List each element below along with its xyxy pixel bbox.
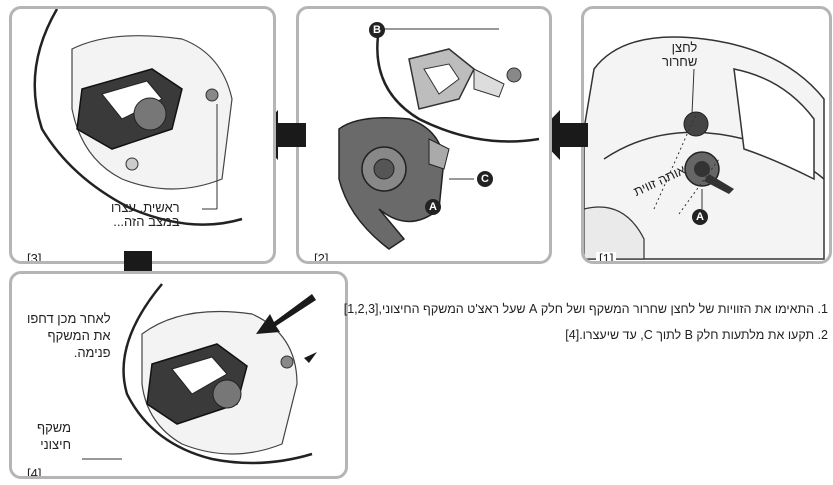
panel-2-label: [2] bbox=[311, 252, 331, 264]
panel-4: לאחר מכן דחפו את המשקף פנימה. משקף חיצונ… bbox=[9, 271, 348, 479]
stop-position-note: ראשית, עצרו במצב הזה... bbox=[108, 201, 183, 229]
push-visor-note: לאחר מכן דחפו את המשקף פנימה. bbox=[24, 310, 114, 361]
badge-c: C bbox=[477, 171, 493, 187]
panel-1: לחצן שחרור אותה זווית A [1] bbox=[581, 6, 832, 264]
badge-b: B bbox=[369, 22, 385, 38]
instruction-steps: 1. התאימו את הזוויות של לחצן שחרור המשקף… bbox=[340, 300, 828, 352]
outer-visor-label: משקף חיצוני bbox=[34, 419, 74, 453]
release-button-label: לחצן שחרור bbox=[659, 41, 700, 69]
panel-3-label: [3] bbox=[24, 252, 44, 264]
panel-3: ראשית, עצרו במצב הזה... [3] bbox=[9, 6, 276, 264]
panel-4-label: [4] bbox=[24, 467, 44, 479]
badge-a: A bbox=[692, 209, 708, 225]
helmet-release-illustration bbox=[584, 9, 829, 261]
badge-a-panel2: A bbox=[425, 199, 441, 215]
panel-1-label: [1] bbox=[596, 252, 616, 264]
step-1: 1. התאימו את הזוויות של לחצן שחרור המשקף… bbox=[340, 300, 828, 318]
step-2: 2. תקעו את מלתעות חלק B לתוך C, עד שיעצר… bbox=[340, 326, 828, 344]
visor-ratchet-illustration bbox=[299, 9, 549, 261]
panel-2: B C A [2] bbox=[296, 6, 552, 264]
